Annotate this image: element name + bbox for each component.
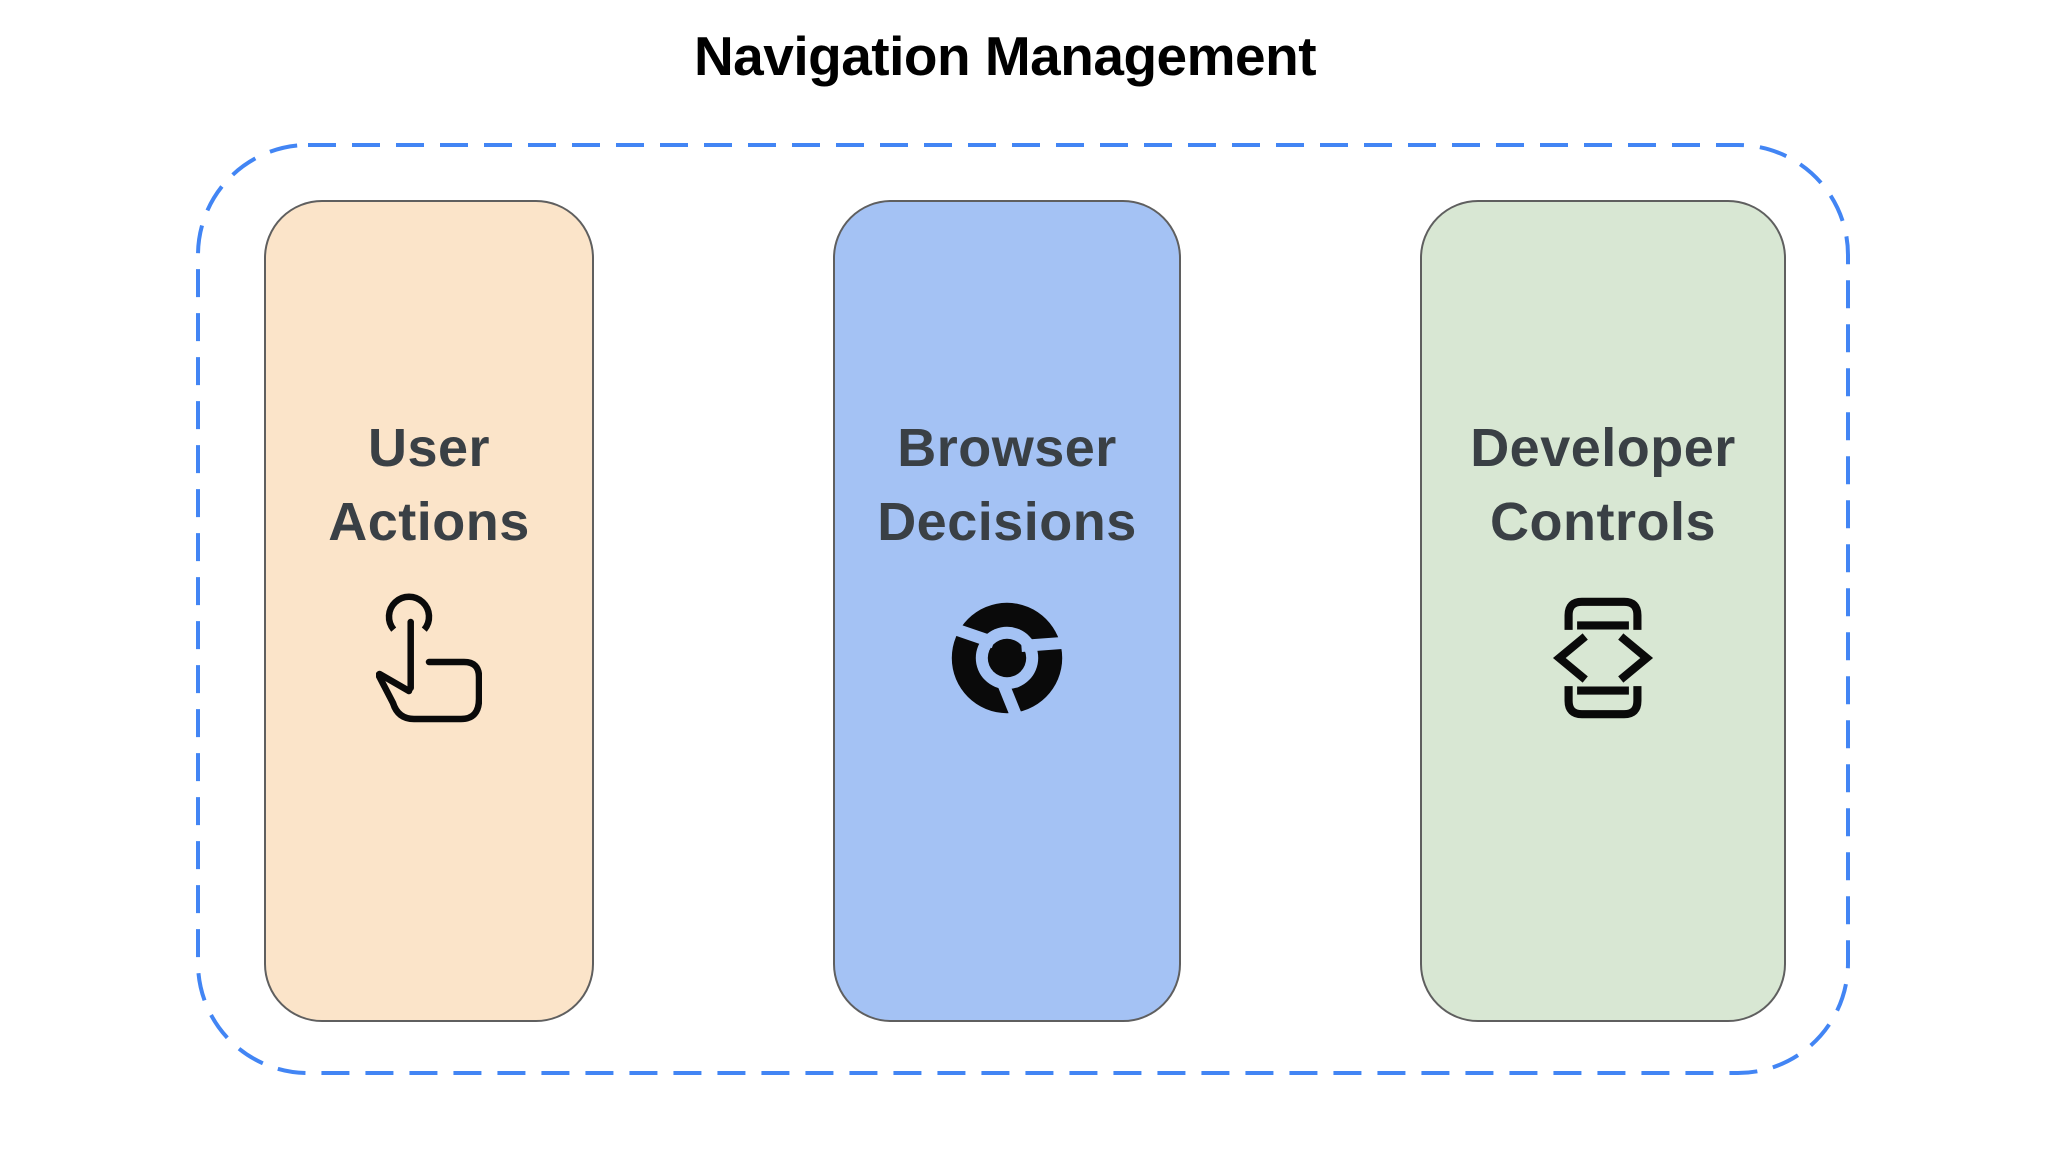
card-label-line: Controls bbox=[1490, 492, 1716, 552]
card-developer-controls-label: Developer Controls bbox=[1422, 411, 1784, 559]
card-browser-decisions-label: Browser Decisions bbox=[835, 411, 1179, 559]
navigation-group-container bbox=[196, 143, 1850, 1075]
card-user-actions: User Actions bbox=[264, 200, 594, 1022]
card-user-actions-label: User Actions bbox=[266, 411, 592, 559]
diagram-title: Navigation Management bbox=[693, 25, 1317, 87]
chrome-browser-icon bbox=[835, 588, 1179, 728]
developer-mode-icon bbox=[1422, 588, 1784, 728]
card-label-line: Developer bbox=[1470, 418, 1736, 478]
card-label-line: Browser bbox=[897, 418, 1117, 478]
card-label-line: Decisions bbox=[877, 492, 1137, 552]
dashed-border bbox=[196, 143, 1850, 1075]
tap-gesture-icon bbox=[266, 588, 592, 728]
card-label-line: Actions bbox=[328, 492, 530, 552]
card-developer-controls: Developer Controls bbox=[1420, 200, 1786, 1022]
card-browser-decisions: Browser Decisions bbox=[833, 200, 1181, 1022]
card-label-line: User bbox=[367, 418, 491, 478]
dashed-border-rect bbox=[196, 143, 1850, 1075]
